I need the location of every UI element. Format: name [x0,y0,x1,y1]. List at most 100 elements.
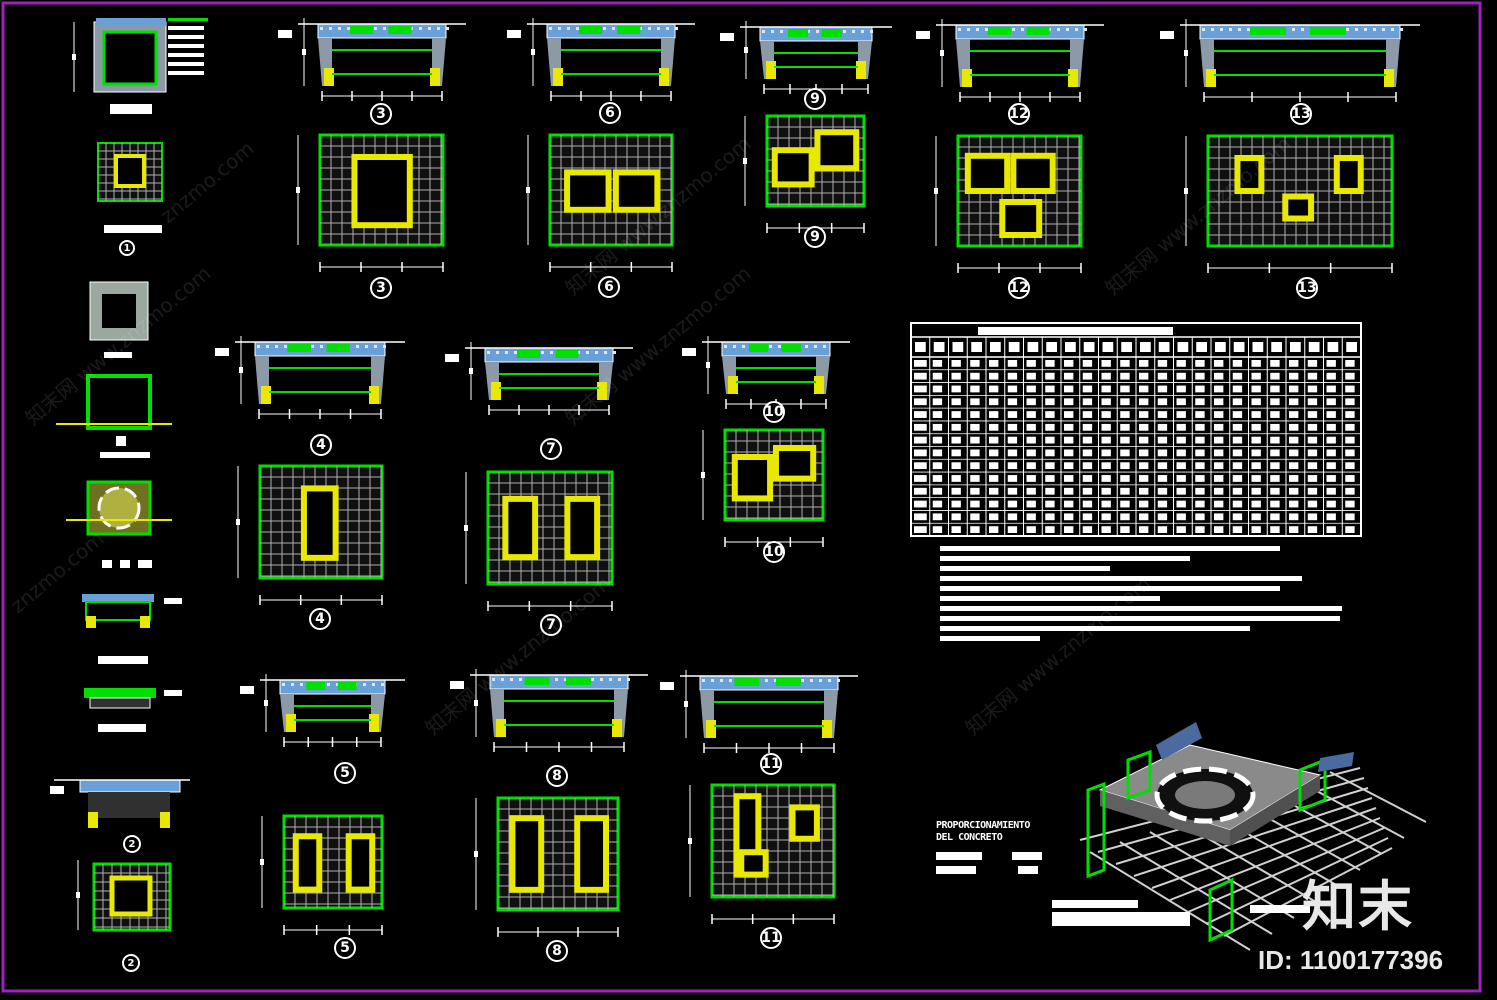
table-cell [1026,462,1036,470]
aggregate-dot [1238,28,1241,31]
aggregate-dot [266,345,269,348]
table-cell [914,475,927,482]
column-opening [300,485,339,561]
table-cell [1326,475,1336,482]
table-cell [1251,475,1261,482]
title-bar [110,104,152,114]
slab-rebar [988,27,1012,35]
image-id: ID: 1100177396 [1258,945,1444,975]
pedestal [430,68,440,86]
slab-concrete [699,675,839,691]
aggregate-dot [437,27,440,30]
pedestal [553,68,563,86]
aggregate-dot [1355,28,1358,31]
dimension-text [260,859,264,865]
aggregate-dot [1373,28,1376,31]
table-cell [951,500,961,508]
pedestal [160,812,170,828]
slab-concrete [759,26,873,42]
table-cell [1157,423,1168,431]
aggregate-dot [1084,28,1087,31]
aggregate-dot [769,345,772,348]
table-cell [1270,500,1280,508]
aggregate-dot [771,30,774,33]
rebar-bar [1205,837,1389,925]
table-cell [1045,500,1055,508]
slab-concrete [96,18,166,26]
aggregate-dot [816,30,819,33]
aggregate-dot [383,345,386,348]
table-cell [1289,462,1299,470]
table-cell [1214,462,1224,470]
table-cell [1045,436,1055,444]
slab-rebar [781,344,801,352]
table-cell [951,475,961,482]
aggregate-dot [428,27,431,30]
footing-plan [934,134,1083,273]
aggregate-dot [291,683,294,686]
pedestal [369,386,379,404]
column-opening [771,147,815,188]
aggregate-dot [541,351,544,354]
footing-section [507,18,695,101]
dimension-text [464,525,468,531]
table-cell [1064,500,1074,508]
table-cell [1026,526,1036,533]
aggregate-dot [336,683,339,686]
title-bar [104,225,162,233]
footing-section [240,674,405,747]
dimension-text [215,348,229,356]
table-cell [1082,360,1093,367]
table-cell [1007,449,1018,457]
table-cell [1082,513,1093,521]
column-opening [564,495,601,561]
table-cell [1101,526,1111,533]
table-cell [1251,398,1261,406]
footing-section [215,336,405,419]
column-frame [1126,749,1152,801]
table-cell [1176,487,1186,495]
table-cell [914,411,927,418]
table-cell [1064,436,1074,444]
table-cell [1045,360,1055,367]
table-cell [1064,423,1074,431]
table-cell [1270,475,1280,482]
aggregate-dot [609,678,612,681]
table-cell [1307,436,1318,444]
table-header-cell [915,342,926,352]
table-cell [1232,513,1243,521]
detail-label-12-section: 12 [1008,103,1030,125]
column-opening [738,849,769,878]
pedestal [612,719,622,737]
table-header-cell [1290,342,1301,352]
table-cell [1120,487,1130,495]
aggregate-dot [576,27,579,30]
dimension-text [474,700,478,706]
table-cell [989,500,999,508]
dimension-text [507,30,521,38]
table-cell [1101,411,1111,418]
table-cell [1307,449,1318,457]
column-opening [109,875,153,917]
table-cell [1026,385,1036,393]
table-cell [1307,385,1318,393]
table-cell [1345,462,1355,470]
table-header-cell [971,342,982,352]
dimension-text [264,700,268,706]
small-section [85,601,151,621]
table-cell [989,487,999,495]
table-cell [1101,475,1111,482]
table-cell [1232,398,1243,406]
table-cell [1195,360,1205,367]
dimension-text [684,701,688,707]
table-cell [1270,385,1280,393]
aggregate-dot [257,345,260,348]
title-bar [100,452,150,458]
dimension-text [302,49,306,55]
table-cell [1064,462,1074,470]
detail-label-13-plan: 13 [1296,277,1318,299]
table-cell [1345,423,1355,431]
rebar-bar [1151,807,1377,889]
dimension-text [706,362,710,368]
